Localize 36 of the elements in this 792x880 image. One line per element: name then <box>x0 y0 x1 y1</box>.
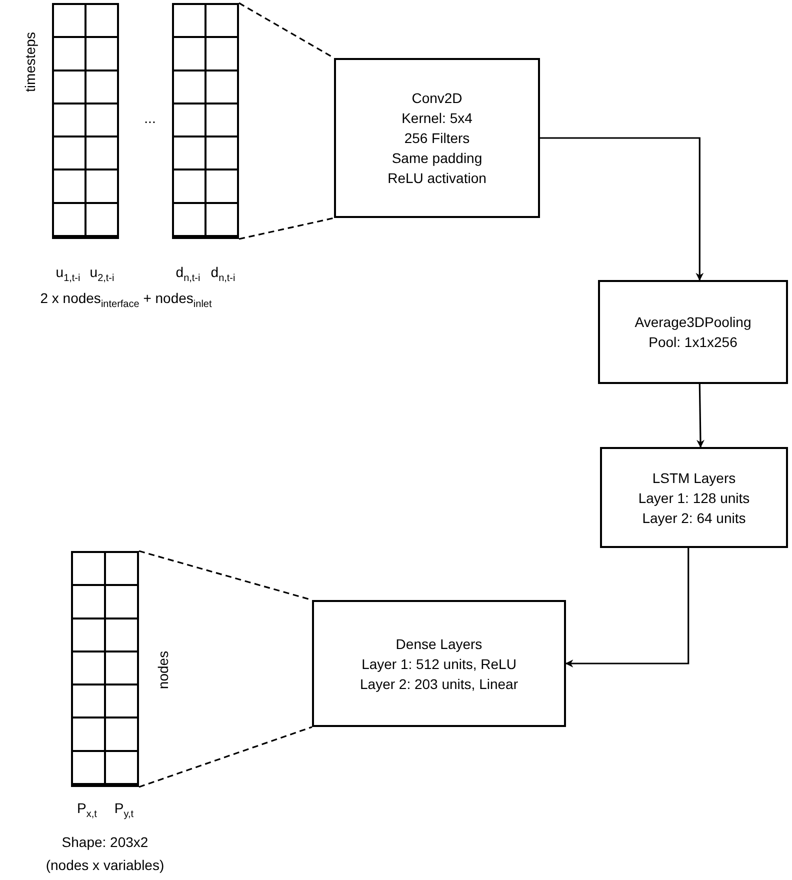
shape-caption: (nodes x variables) <box>46 857 164 873</box>
shape-caption: Shape: 203x2 <box>62 834 148 850</box>
arrow <box>540 137 704 281</box>
arrow <box>696 384 704 448</box>
dashed-line <box>238 217 334 240</box>
dashed-line <box>138 726 312 788</box>
layer-detail: Layer 1: 512 units, ReLU <box>362 654 516 674</box>
layer-box <box>600 447 788 548</box>
layer-title: Dense Layers <box>396 634 482 654</box>
variable-label: d$_{n,t-i}$ <box>210 264 236 280</box>
variable-label: ... <box>144 110 156 126</box>
variable-label: d$_{n,t-i}$ <box>176 264 200 280</box>
layer-box <box>312 600 566 727</box>
layer-box <box>598 280 788 384</box>
layer-title: Average3DPooling <box>634 313 752 332</box>
axis-label: nodes <box>155 650 171 690</box>
layer-box <box>334 58 540 218</box>
layer-title: Conv2D <box>412 89 462 108</box>
layer-detail: Kernel: 5x4 <box>402 109 472 128</box>
layer-detail: ReLU activation <box>388 169 486 188</box>
axis-label: timesteps <box>22 32 38 92</box>
layer-detail: Layer 1: 128 units <box>638 488 750 508</box>
layer-detail: Layer 2: 203 units, Linear <box>360 674 518 694</box>
variable-label: 2 x nodes$_{interface}$ + nodes$_{inlet}$ <box>40 290 212 306</box>
layer-title: LSTM Layers <box>652 468 736 488</box>
layer-detail: 256 Filters <box>404 129 470 148</box>
variable-label: u$_{1,t-i}$ <box>56 264 80 280</box>
layer-detail: Same padding <box>392 149 482 168</box>
data-grid <box>172 3 239 239</box>
arrow <box>565 548 690 668</box>
variable-label: u$_{2,t-i}$ <box>90 264 114 280</box>
data-grid <box>71 551 139 787</box>
layer-detail: Pool: 1x1x256 <box>648 333 738 352</box>
data-grid <box>52 3 119 239</box>
layer-detail: Layer 2: 64 units <box>642 508 746 528</box>
variable-label: P$_{x,t}$ <box>77 800 97 816</box>
